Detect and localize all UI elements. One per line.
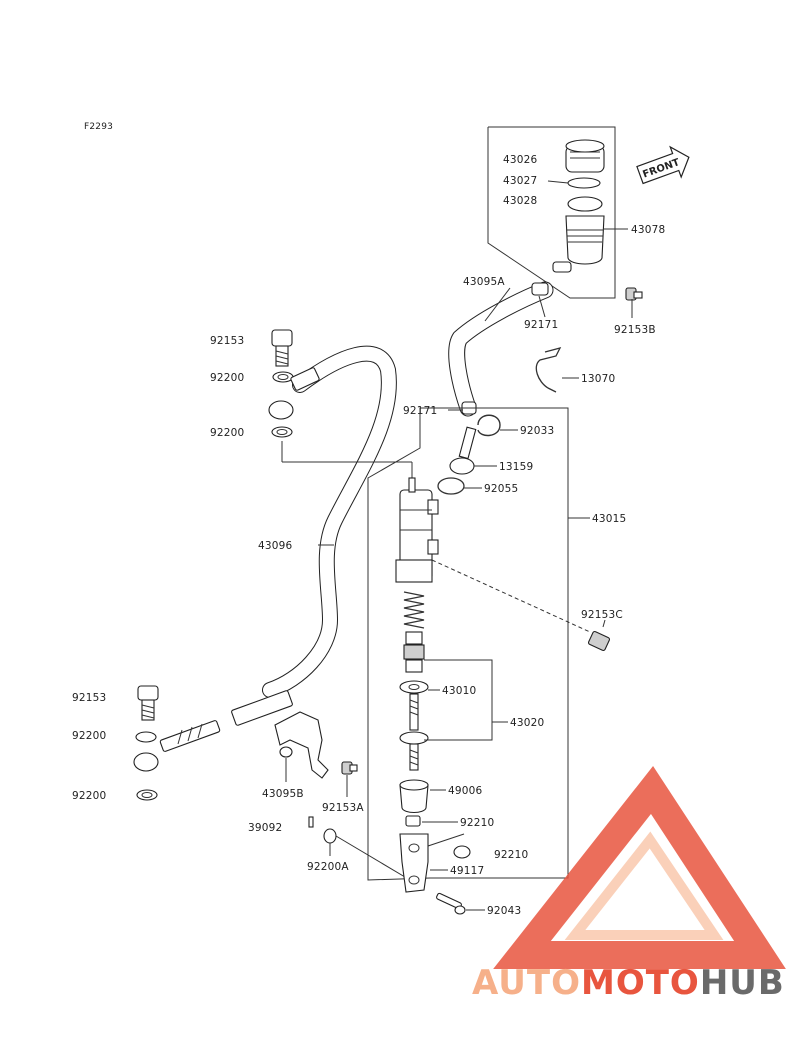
spring	[403, 591, 425, 629]
upper-banjo-group	[268, 329, 294, 438]
master-cylinder-group-box	[367, 407, 569, 881]
label-92055: 92055	[484, 483, 518, 495]
dust-boot	[399, 784, 429, 814]
label-43078: 43078	[631, 224, 665, 236]
reservoir-group	[487, 126, 643, 301]
label-43027: 43027	[503, 175, 537, 187]
label-92200-lower-2: 92200	[72, 790, 106, 802]
label-92200-upper-2: 92200	[210, 427, 244, 439]
label-92153B: 92153B	[614, 324, 656, 336]
clevis	[399, 833, 429, 893]
label-92153-lower: 92153	[72, 692, 106, 704]
label-49006: 49006	[448, 785, 483, 797]
label-92033: 92033	[520, 425, 554, 437]
diagram-code: F2293	[84, 122, 113, 132]
label-43095A: 43095A	[463, 276, 505, 288]
label-39092: 39092	[248, 822, 282, 834]
label-49117: 49117	[450, 865, 484, 877]
label-43010: 43010	[442, 685, 476, 697]
piston-assembly	[399, 631, 429, 771]
label-13070: 13070	[581, 373, 615, 385]
label-92153A: 92153A	[322, 802, 364, 814]
label-92153-upper: 92153	[210, 335, 244, 347]
master-cylinder-body	[395, 477, 439, 583]
label-43026: 43026	[503, 154, 538, 166]
hose-bracket	[274, 711, 358, 779]
watermark-logo: AUTOMOTOHUB	[472, 766, 786, 1003]
label-43095B: 43095B	[262, 788, 304, 800]
label-92153C: 92153C	[581, 609, 623, 621]
label-92171-lower: 92171	[403, 405, 437, 417]
label-43028: 43028	[503, 195, 537, 207]
label-92200-upper-1: 92200	[210, 372, 244, 384]
label-92171-upper: 92171	[524, 319, 558, 331]
brake-hose	[159, 345, 397, 752]
label-92200A: 92200A	[307, 861, 349, 873]
label-92043: 92043	[487, 905, 521, 917]
label-43015: 43015	[592, 513, 626, 525]
label-43096: 43096	[258, 540, 293, 552]
label-92210-upper: 92210	[460, 817, 494, 829]
label-92210-lower: 92210	[494, 849, 528, 861]
label-43020: 43020	[510, 717, 544, 729]
label-92200-lower-1: 92200	[72, 730, 106, 742]
label-13159: 13159	[499, 461, 533, 473]
front-arrow-icon: FRONT	[636, 145, 690, 185]
reservoir-hose	[448, 281, 554, 417]
watermark-text: AUTOMOTOHUB	[472, 963, 785, 1003]
lower-banjo-group	[133, 685, 159, 801]
